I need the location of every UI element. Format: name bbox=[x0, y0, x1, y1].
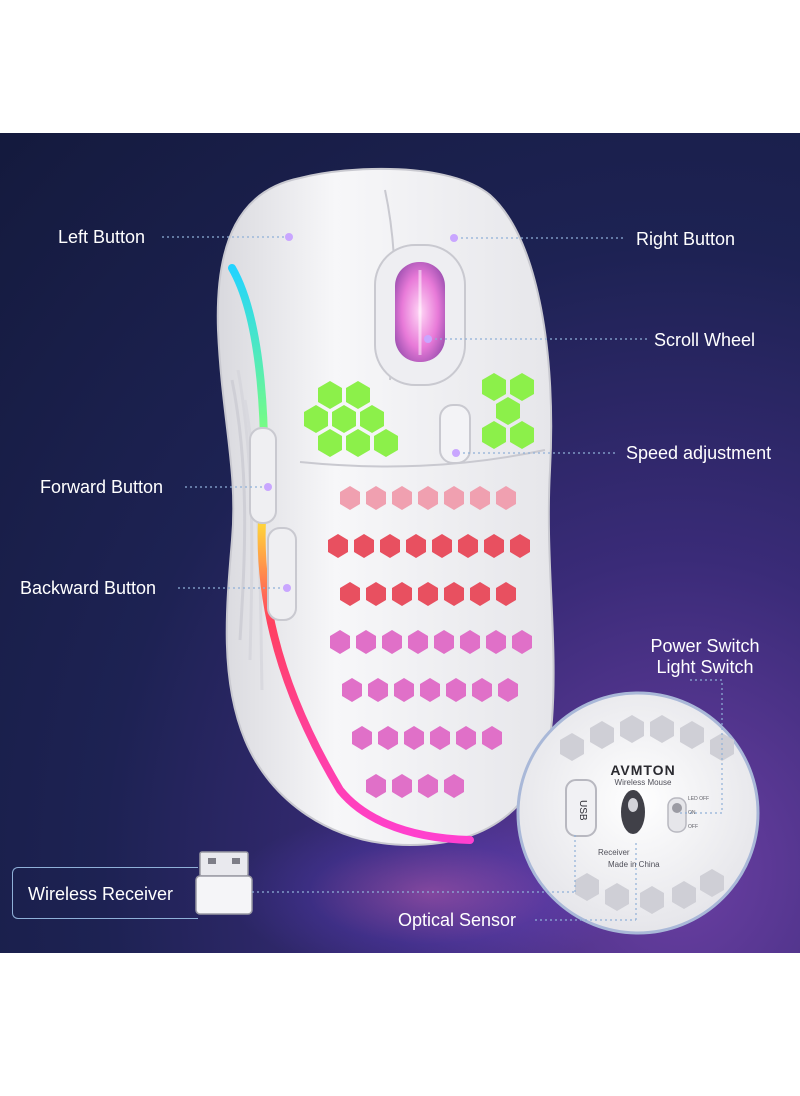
label-left-button: Left Button bbox=[58, 227, 146, 247]
label-speed-adjustment: Speed adjustment bbox=[626, 443, 772, 463]
mouse-body bbox=[216, 167, 555, 847]
leader-lines bbox=[162, 236, 723, 921]
label-scroll-wheel: Scroll Wheel bbox=[654, 330, 756, 350]
label-backward-button: Backward Button bbox=[20, 578, 157, 598]
scroll-wheel-graphic bbox=[374, 244, 466, 386]
bottom-view-inset bbox=[516, 691, 760, 935]
switch-label-off: OFF bbox=[688, 824, 698, 830]
switch-label-on: ON bbox=[688, 810, 696, 816]
bottom-receiver-label: Receiver bbox=[598, 848, 630, 857]
label-optical-sensor: Optical Sensor bbox=[398, 910, 517, 930]
usb-receiver-graphic bbox=[195, 851, 253, 915]
label-power-switch: Power Switch bbox=[650, 636, 760, 656]
bottom-usb-label: USB bbox=[577, 800, 588, 821]
marker-dots bbox=[264, 233, 460, 592]
switch-label-led-off: LED OFF bbox=[688, 796, 710, 802]
speed-adjust-button-graphic bbox=[439, 404, 471, 464]
label-light-switch: Light Switch bbox=[656, 657, 754, 677]
honeycomb-rear bbox=[328, 486, 532, 798]
bottom-made-in: Made in China bbox=[608, 860, 660, 869]
bottom-subtitle: Wireless Mouse bbox=[614, 778, 672, 787]
honeycomb-front bbox=[304, 373, 534, 457]
label-forward-button: Forward Button bbox=[40, 477, 164, 497]
label-wireless-receiver: Wireless Receiver bbox=[28, 884, 174, 904]
receiver-callout-frame bbox=[12, 867, 198, 919]
bottom-brand: AVMTON bbox=[610, 762, 676, 778]
label-right-button: Right Button bbox=[636, 229, 736, 249]
